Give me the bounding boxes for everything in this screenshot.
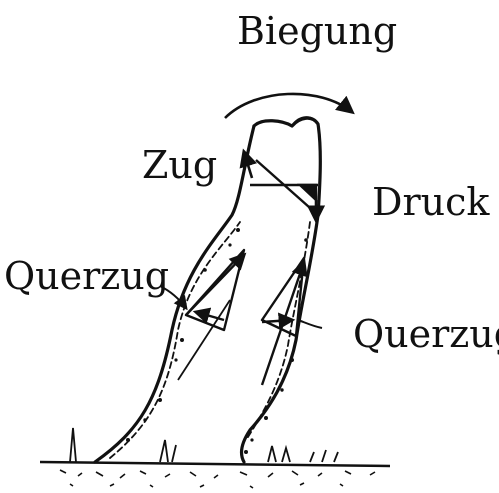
- curved-arrow-icon: [225, 94, 352, 118]
- zug-label: Zug: [142, 146, 217, 184]
- ground: [40, 428, 390, 488]
- querzug-left-label: Querzug: [4, 257, 169, 295]
- top-truss: [250, 160, 318, 215]
- left-force-triangle: [178, 250, 244, 380]
- querzug-right-label: Querzug: [353, 315, 499, 353]
- druck-label: Druck: [372, 183, 489, 221]
- title-label: Biegung: [237, 12, 397, 50]
